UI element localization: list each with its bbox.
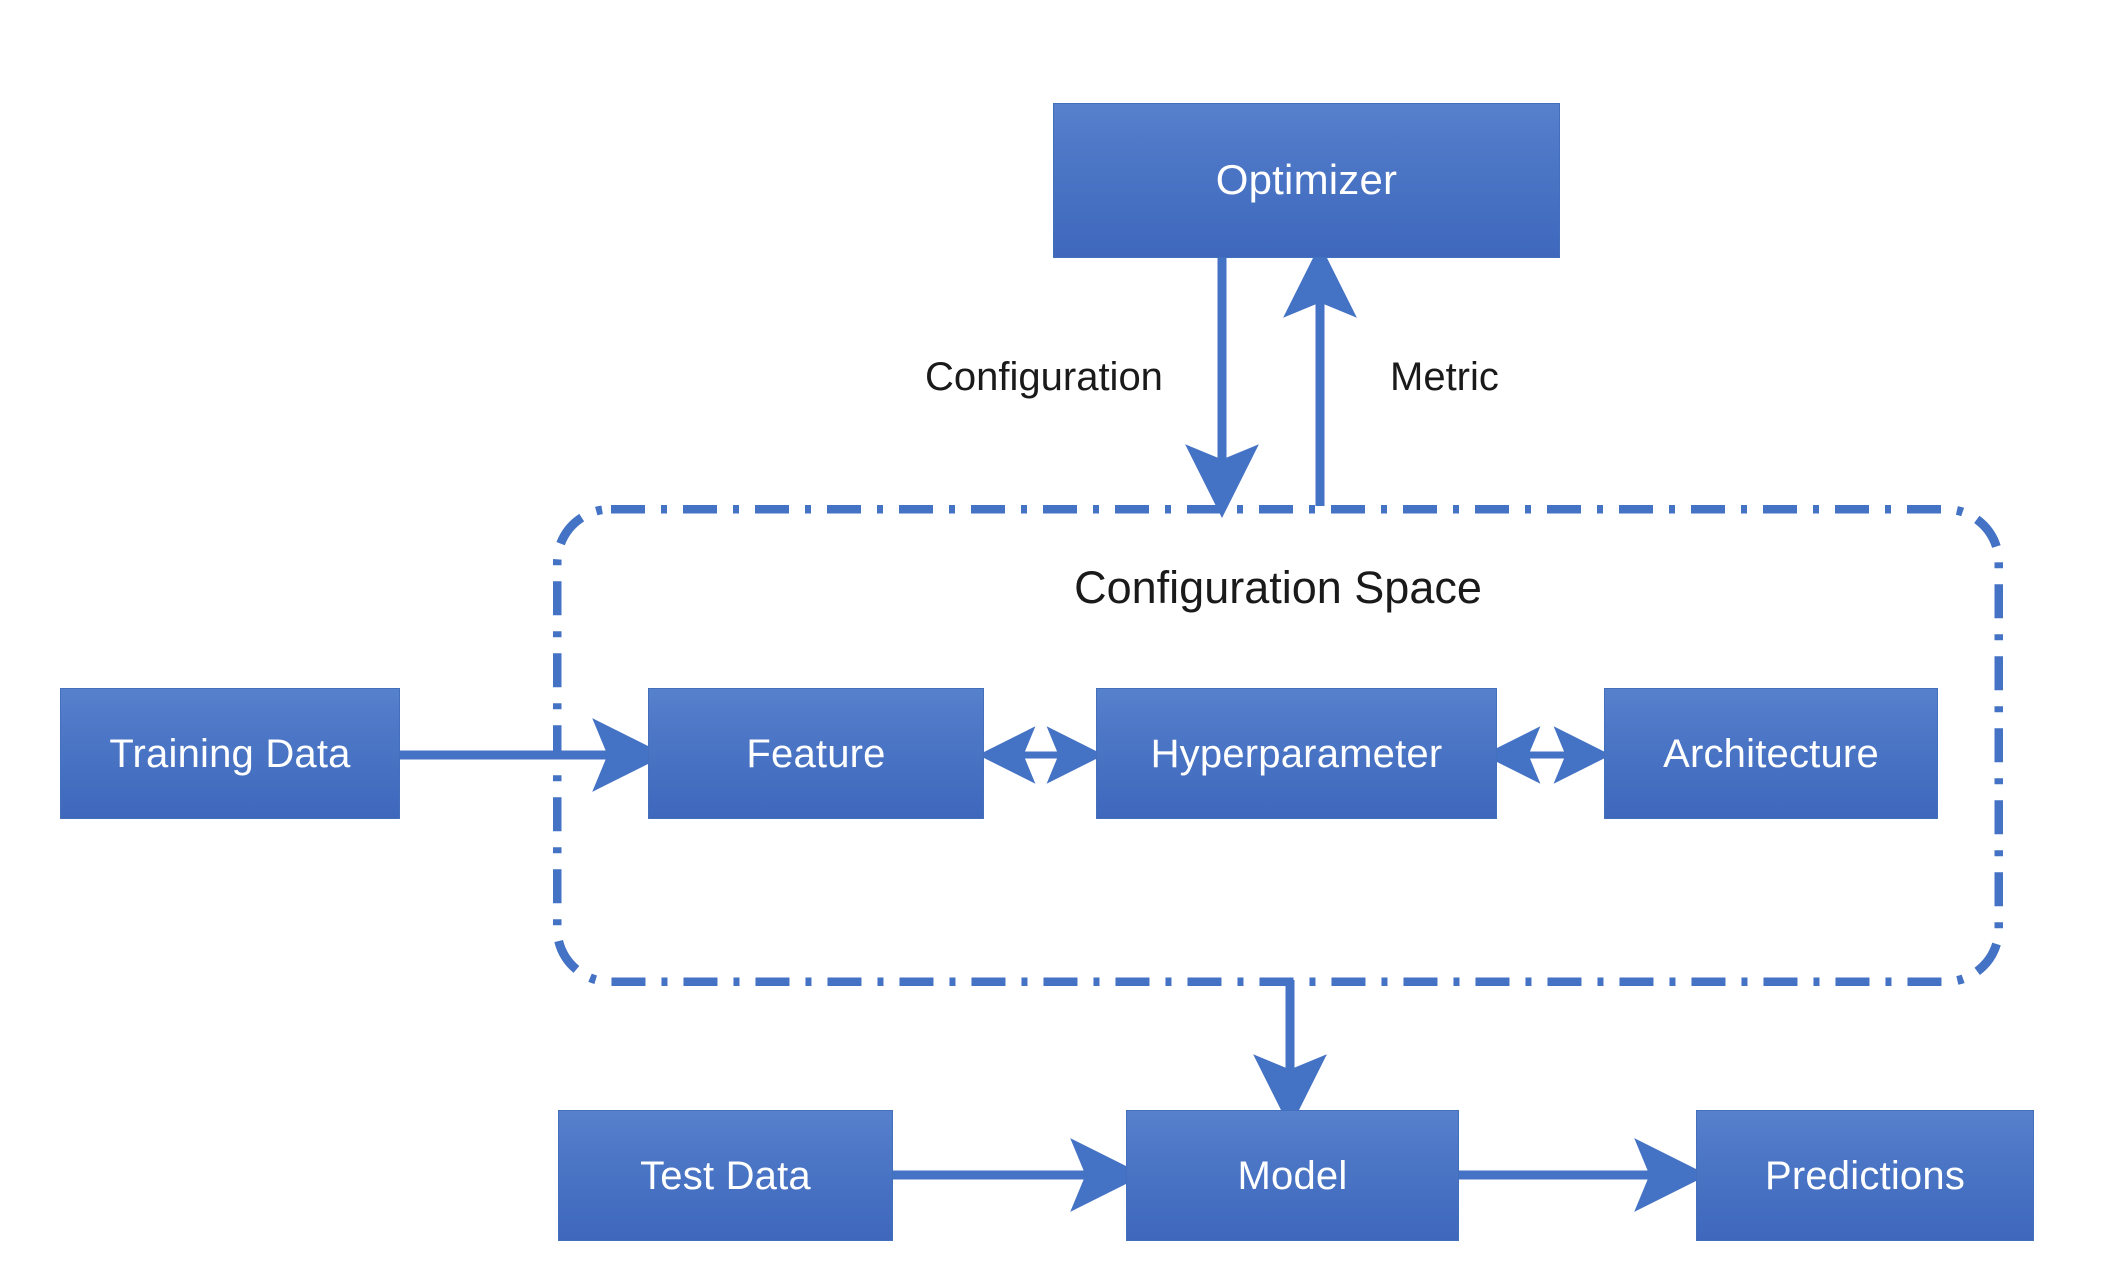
edge-label-configuration: Configuration: [925, 355, 1163, 399]
configuration-space-title: Configuration Space: [1074, 562, 1482, 613]
node-feature[interactable]: Feature: [648, 688, 984, 819]
node-test-data-label: Test Data: [640, 1153, 811, 1198]
node-training-data-label: Training Data: [109, 731, 351, 776]
node-predictions-label: Predictions: [1764, 1153, 1966, 1198]
node-architecture-label: Architecture: [1663, 731, 1879, 776]
node-architecture[interactable]: Architecture: [1604, 688, 1938, 819]
node-predictions[interactable]: Predictions: [1696, 1110, 2034, 1241]
edge-label-metric: Metric: [1390, 355, 1499, 399]
node-hyperparameter[interactable]: Hyperparameter: [1096, 688, 1497, 819]
node-optimizer[interactable]: Optimizer: [1053, 103, 1560, 258]
node-hyperparameter-label: Hyperparameter: [1150, 731, 1443, 776]
node-test-data[interactable]: Test Data: [558, 1110, 893, 1241]
node-model-label: Model: [1237, 1153, 1348, 1198]
node-training-data[interactable]: Training Data: [60, 688, 400, 819]
node-feature-label: Feature: [746, 731, 886, 776]
node-model[interactable]: Model: [1126, 1110, 1459, 1241]
node-optimizer-label: Optimizer: [1215, 156, 1398, 204]
